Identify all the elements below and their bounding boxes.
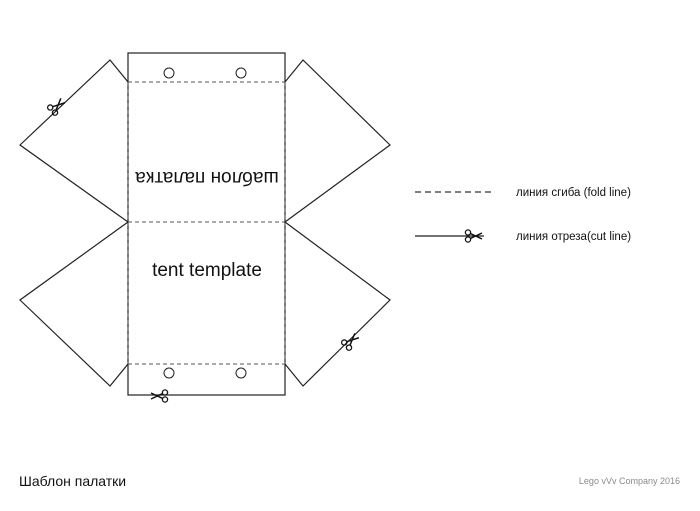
top-flap xyxy=(128,67,285,83)
scissors-icon xyxy=(339,330,362,353)
peg-hole-icon xyxy=(235,67,247,79)
scissors-icon xyxy=(45,95,68,118)
right-upper-gable xyxy=(284,59,391,223)
scissors-icon xyxy=(150,389,169,403)
tent-body-outline xyxy=(127,52,286,396)
template-label-mirrored: шаблон палатка xyxy=(135,167,279,188)
left-lower-gable xyxy=(19,221,129,387)
bottom-flap xyxy=(128,363,285,379)
right-lower-gable xyxy=(284,221,391,387)
legend-fold-line-label: линия сгиба (fold line) xyxy=(516,187,631,199)
legend-cut-line-label: линия отреза(cut line) xyxy=(516,231,631,243)
copyright-notice: Lego vVv Company 2016 xyxy=(578,476,680,486)
template-label: tent template xyxy=(152,260,262,281)
peg-hole-icon xyxy=(235,367,247,379)
peg-hole-icon xyxy=(163,367,175,379)
left-upper-gable xyxy=(19,59,129,223)
legend: линия сгиба (fold line) линия отреза(cut… xyxy=(415,187,631,243)
peg-hole-icon xyxy=(163,67,175,79)
page-caption: Шаблон палатки xyxy=(19,473,127,489)
